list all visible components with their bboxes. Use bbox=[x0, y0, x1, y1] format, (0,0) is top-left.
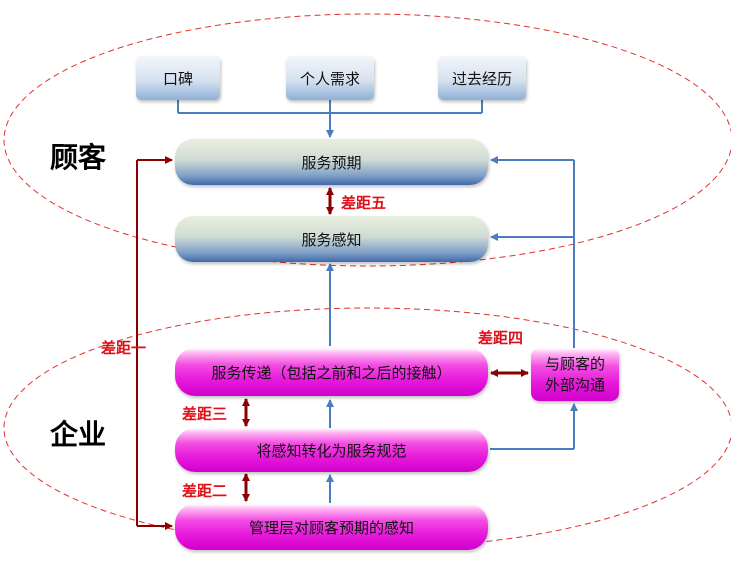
gap3-label: 差距三 bbox=[182, 405, 228, 423]
customer-label: 顾客 bbox=[50, 141, 107, 174]
customer-boundary bbox=[3, 13, 731, 267]
service-specs-node: 将感知转化为服务规范 bbox=[175, 428, 488, 472]
personal-needs-box: 个人需求 bbox=[286, 56, 374, 100]
gap2-label: 差距二 bbox=[182, 482, 228, 500]
word-of-mouth-box: 口碑 bbox=[136, 56, 220, 100]
gap1-arrow bbox=[136, 156, 173, 530]
external-comm-connector bbox=[490, 156, 575, 348]
gap4-label: 差距四 bbox=[478, 329, 524, 347]
external-comm-node: 与顾客的 外部沟通 bbox=[531, 348, 619, 401]
gap1-label: 差距一 bbox=[101, 339, 147, 357]
input-connector bbox=[177, 100, 483, 138]
expected-service-node: 服务预期 bbox=[175, 139, 488, 185]
service-delivery-node: 服务传递（包括之前和之后的接触） bbox=[175, 348, 488, 396]
external-comm-line1: 与顾客的 bbox=[544, 354, 605, 373]
mgmt-perception-node: 管理层对顾客预期的感知 bbox=[175, 504, 488, 550]
past-experience-box: 过去经历 bbox=[438, 56, 526, 100]
external-comm-line2: 外部沟通 bbox=[544, 375, 605, 394]
perceived-service-node: 服务感知 bbox=[175, 216, 488, 262]
specs-to-comm-connector bbox=[490, 403, 578, 450]
gap5-label: 差距五 bbox=[341, 194, 387, 212]
company-label: 企业 bbox=[50, 418, 107, 451]
